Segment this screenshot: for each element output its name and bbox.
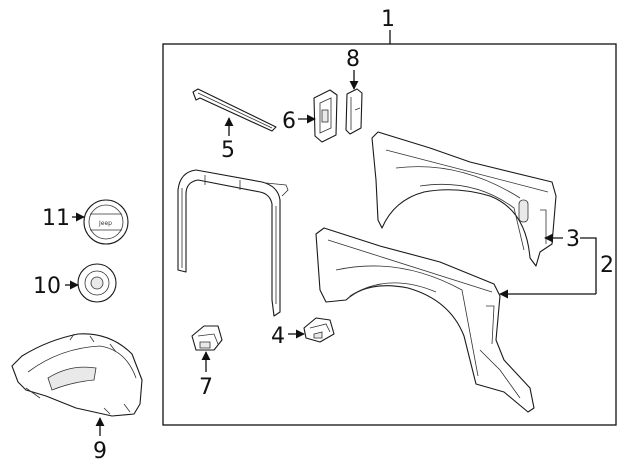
part-10-cap xyxy=(77,263,117,303)
inner-frame-hoop xyxy=(177,169,289,317)
part-8-bracket xyxy=(345,88,363,135)
callout-9: 9 xyxy=(93,439,107,464)
callout-8: 8 xyxy=(346,47,360,72)
badge-text: Jeep xyxy=(98,220,112,227)
part-3-inner-panel xyxy=(371,131,557,267)
callout-11: 11 xyxy=(42,206,70,231)
callout-2-bracket xyxy=(580,237,597,294)
callout-2: 2 xyxy=(600,253,614,278)
part-7-bracket xyxy=(191,325,223,351)
callout-3: 3 xyxy=(566,227,580,252)
part-2-outer-panel xyxy=(315,227,535,413)
callout-1: 1 xyxy=(381,7,395,32)
callout-5: 5 xyxy=(221,138,235,163)
callout-10: 10 xyxy=(33,274,61,299)
callout-7: 7 xyxy=(199,375,213,400)
callout-4: 4 xyxy=(271,324,285,349)
part-9-liner xyxy=(11,333,143,417)
part-6-bracket xyxy=(313,89,338,143)
part-5-strip xyxy=(192,88,277,132)
part-11-badge: Jeep xyxy=(83,199,129,245)
part-4-bracket xyxy=(303,317,335,343)
callout-6: 6 xyxy=(282,109,296,134)
